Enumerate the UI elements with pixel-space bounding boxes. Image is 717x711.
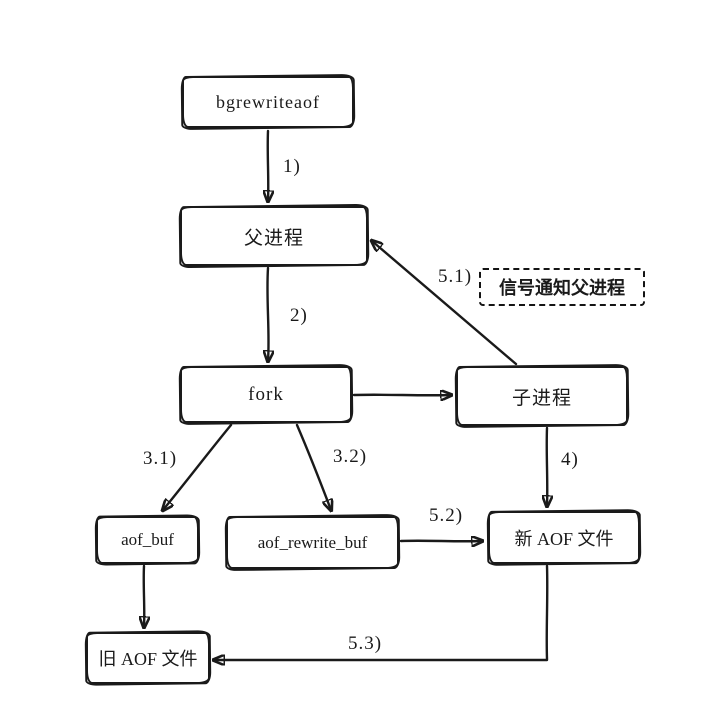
arrow-step52-rewritebuf-to-newaof — [399, 541, 482, 542]
arrow-step31-fork-to-aofbuf — [163, 423, 233, 510]
node-child-process: 子进程 — [456, 366, 628, 426]
arrow-step2 — [267, 266, 268, 361]
node-aof-rewrite-buf: aof_rewrite_buf — [226, 516, 399, 569]
edge-label-step4: 4) — [561, 449, 579, 470]
arrow-step4-child-to-newaof — [547, 426, 548, 506]
edge-label-step2: 2) — [290, 305, 308, 326]
arrow-step32-fork-to-rewritebuf — [295, 423, 331, 510]
node-signal-notify-parent: 信号通知父进程 — [479, 268, 645, 306]
arrow-aofbuf-to-oldaof — [144, 564, 145, 627]
node-bgrewriteaof: bgrewriteaof — [182, 76, 354, 128]
node-fork: fork — [180, 366, 352, 423]
edge-label-step1: 1) — [283, 156, 301, 177]
arrow-fork-to-child — [352, 395, 451, 396]
edge-label-step32: 3.2) — [333, 446, 368, 467]
arrow-step53-newaof-to-oldaof — [214, 564, 549, 660]
edge-label-step31: 3.1) — [143, 448, 178, 469]
node-aof-buf: aof_buf — [96, 516, 199, 564]
arrow-step51-child-to-parent — [372, 241, 518, 366]
node-new-aof-file: 新 AOF 文件 — [488, 511, 640, 564]
edge-label-step51: 5.1) — [438, 266, 473, 287]
node-old-aof-file: 旧 AOF 文件 — [86, 632, 210, 684]
edge-label-step53: 5.3) — [348, 633, 383, 654]
edge-label-step52: 5.2) — [429, 505, 464, 526]
node-parent-process: 父进程 — [180, 206, 368, 266]
arrow-step1 — [268, 129, 269, 201]
